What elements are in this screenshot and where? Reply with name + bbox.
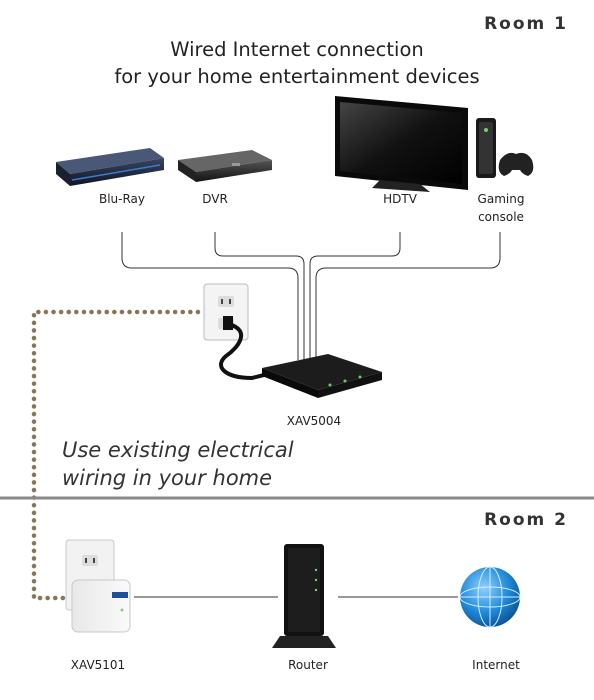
headline: Wired Internet connection for your home … [0,36,594,90]
room-2-label: Room 2 [484,510,568,530]
hdtv-label: HDTV [383,192,417,206]
bluray-player-icon [56,148,164,186]
internet-globe-icon [459,566,521,628]
ethernet-lines-room1 [121,232,501,360]
power-cord [219,322,270,381]
wiring-caption-line2: wiring in your home [62,466,273,490]
xav5004-label: XAV5004 [286,414,342,428]
xav5004-adapter-icon [262,354,382,398]
gaming-console-label: Gaming console [477,192,525,224]
router-icon [272,544,336,648]
headline-line1: Wired Internet connection [170,38,424,61]
electrical-wiring-dotted [31,309,201,601]
bluray-label: Blu-Ray [98,192,146,206]
headline-line2: for your home entertainment devices [114,65,480,88]
wiring-caption-line1: Use existing electrical [62,438,294,462]
wiring-caption: Use existing electrical wiring in your h… [62,436,294,492]
game-console-icon [476,118,534,178]
xav5101-label: XAV5101 [70,658,126,672]
internet-label: Internet [472,658,520,672]
dvr-label: DVR [202,192,228,206]
hdtv-icon [335,96,468,192]
room-1-label: Room 1 [484,14,568,34]
powerline-adapter-icon [65,539,131,633]
router-label: Router [288,658,328,672]
dvr-icon [178,150,272,182]
